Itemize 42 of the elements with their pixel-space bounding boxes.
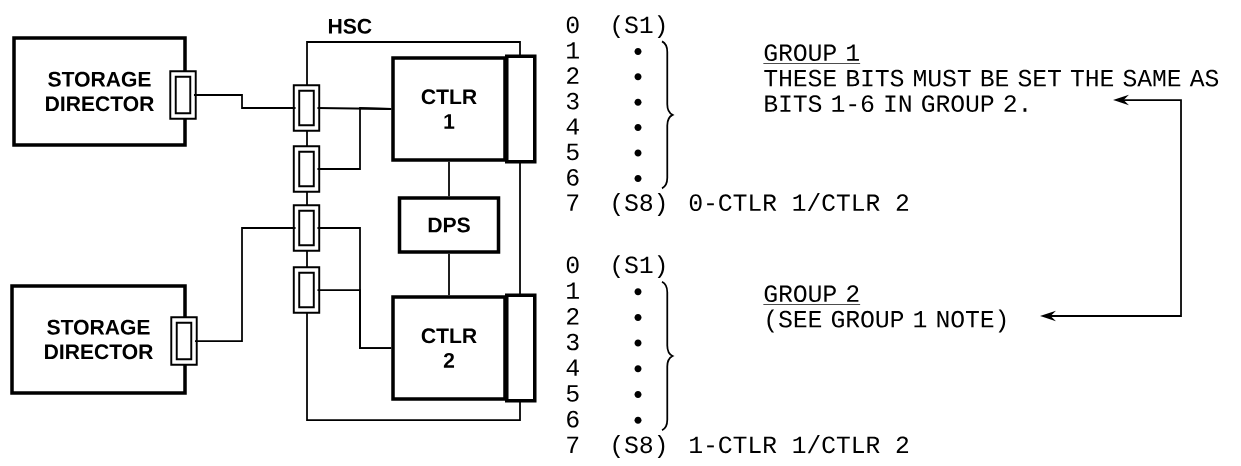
connector-port [292, 84, 321, 132]
bit-number: 0 [566, 16, 579, 34]
bit-number: 5 [566, 143, 579, 161]
connector-line [316, 107, 393, 170]
connector-port [169, 70, 197, 120]
bit-number: 6 [567, 410, 579, 428]
storage-director-box: STORAGE DIRECTOR [12, 36, 187, 147]
note-text: GROUP 2 (SEE GROUP 1 NOTE) [763, 285, 1006, 333]
bit-number: 2 [567, 67, 579, 84]
connector-line [448, 252, 450, 297]
storage-director-box: STORAGE DIRECTOR [10, 284, 187, 395]
bit-number: 7 [567, 436, 579, 453]
switch-label: (S1) [613, 255, 665, 279]
bit-number: 4 [566, 359, 579, 376]
switch-label: (S8) [613, 435, 665, 458]
bit-number: 5 [566, 385, 579, 402]
connector-line [193, 94, 297, 109]
connector-port [292, 204, 321, 252]
connector-line [448, 160, 450, 198]
connector-line [194, 227, 297, 342]
setting-text: 1-CTLR 1/CTLR 2 [690, 435, 909, 454]
setting-text: 0-CTLR 1/CTLR 2 [689, 192, 909, 212]
node-label: HSC [328, 18, 372, 34]
bit-number: 2 [567, 307, 579, 325]
bit-number: 1 [567, 42, 579, 59]
bit-number: 0 [566, 256, 579, 274]
connector-port [170, 316, 198, 366]
connector-line [316, 289, 393, 349]
bit-number: 1 [567, 282, 579, 299]
switch-label: (S1) [613, 15, 665, 39]
bit-number: 3 [566, 333, 579, 351]
bit-number: 7 [567, 194, 579, 211]
connector-port [292, 145, 321, 193]
switch-label: (S8) [613, 192, 665, 216]
dps-box: DPS [397, 196, 501, 254]
controller-box: CTLR 1 [391, 54, 537, 164]
bit-number: 3 [566, 92, 579, 110]
bit-number: 6 [567, 168, 579, 186]
note-text: GROUP 1 THESE BITS MUST BE SET THE SAME AS BITS 1-6 IN GROUP 2. [763, 44, 1219, 112]
connector-port [292, 266, 321, 314]
controller-box: CTLR 2 [391, 293, 537, 403]
bit-number: 4 [566, 118, 579, 135]
